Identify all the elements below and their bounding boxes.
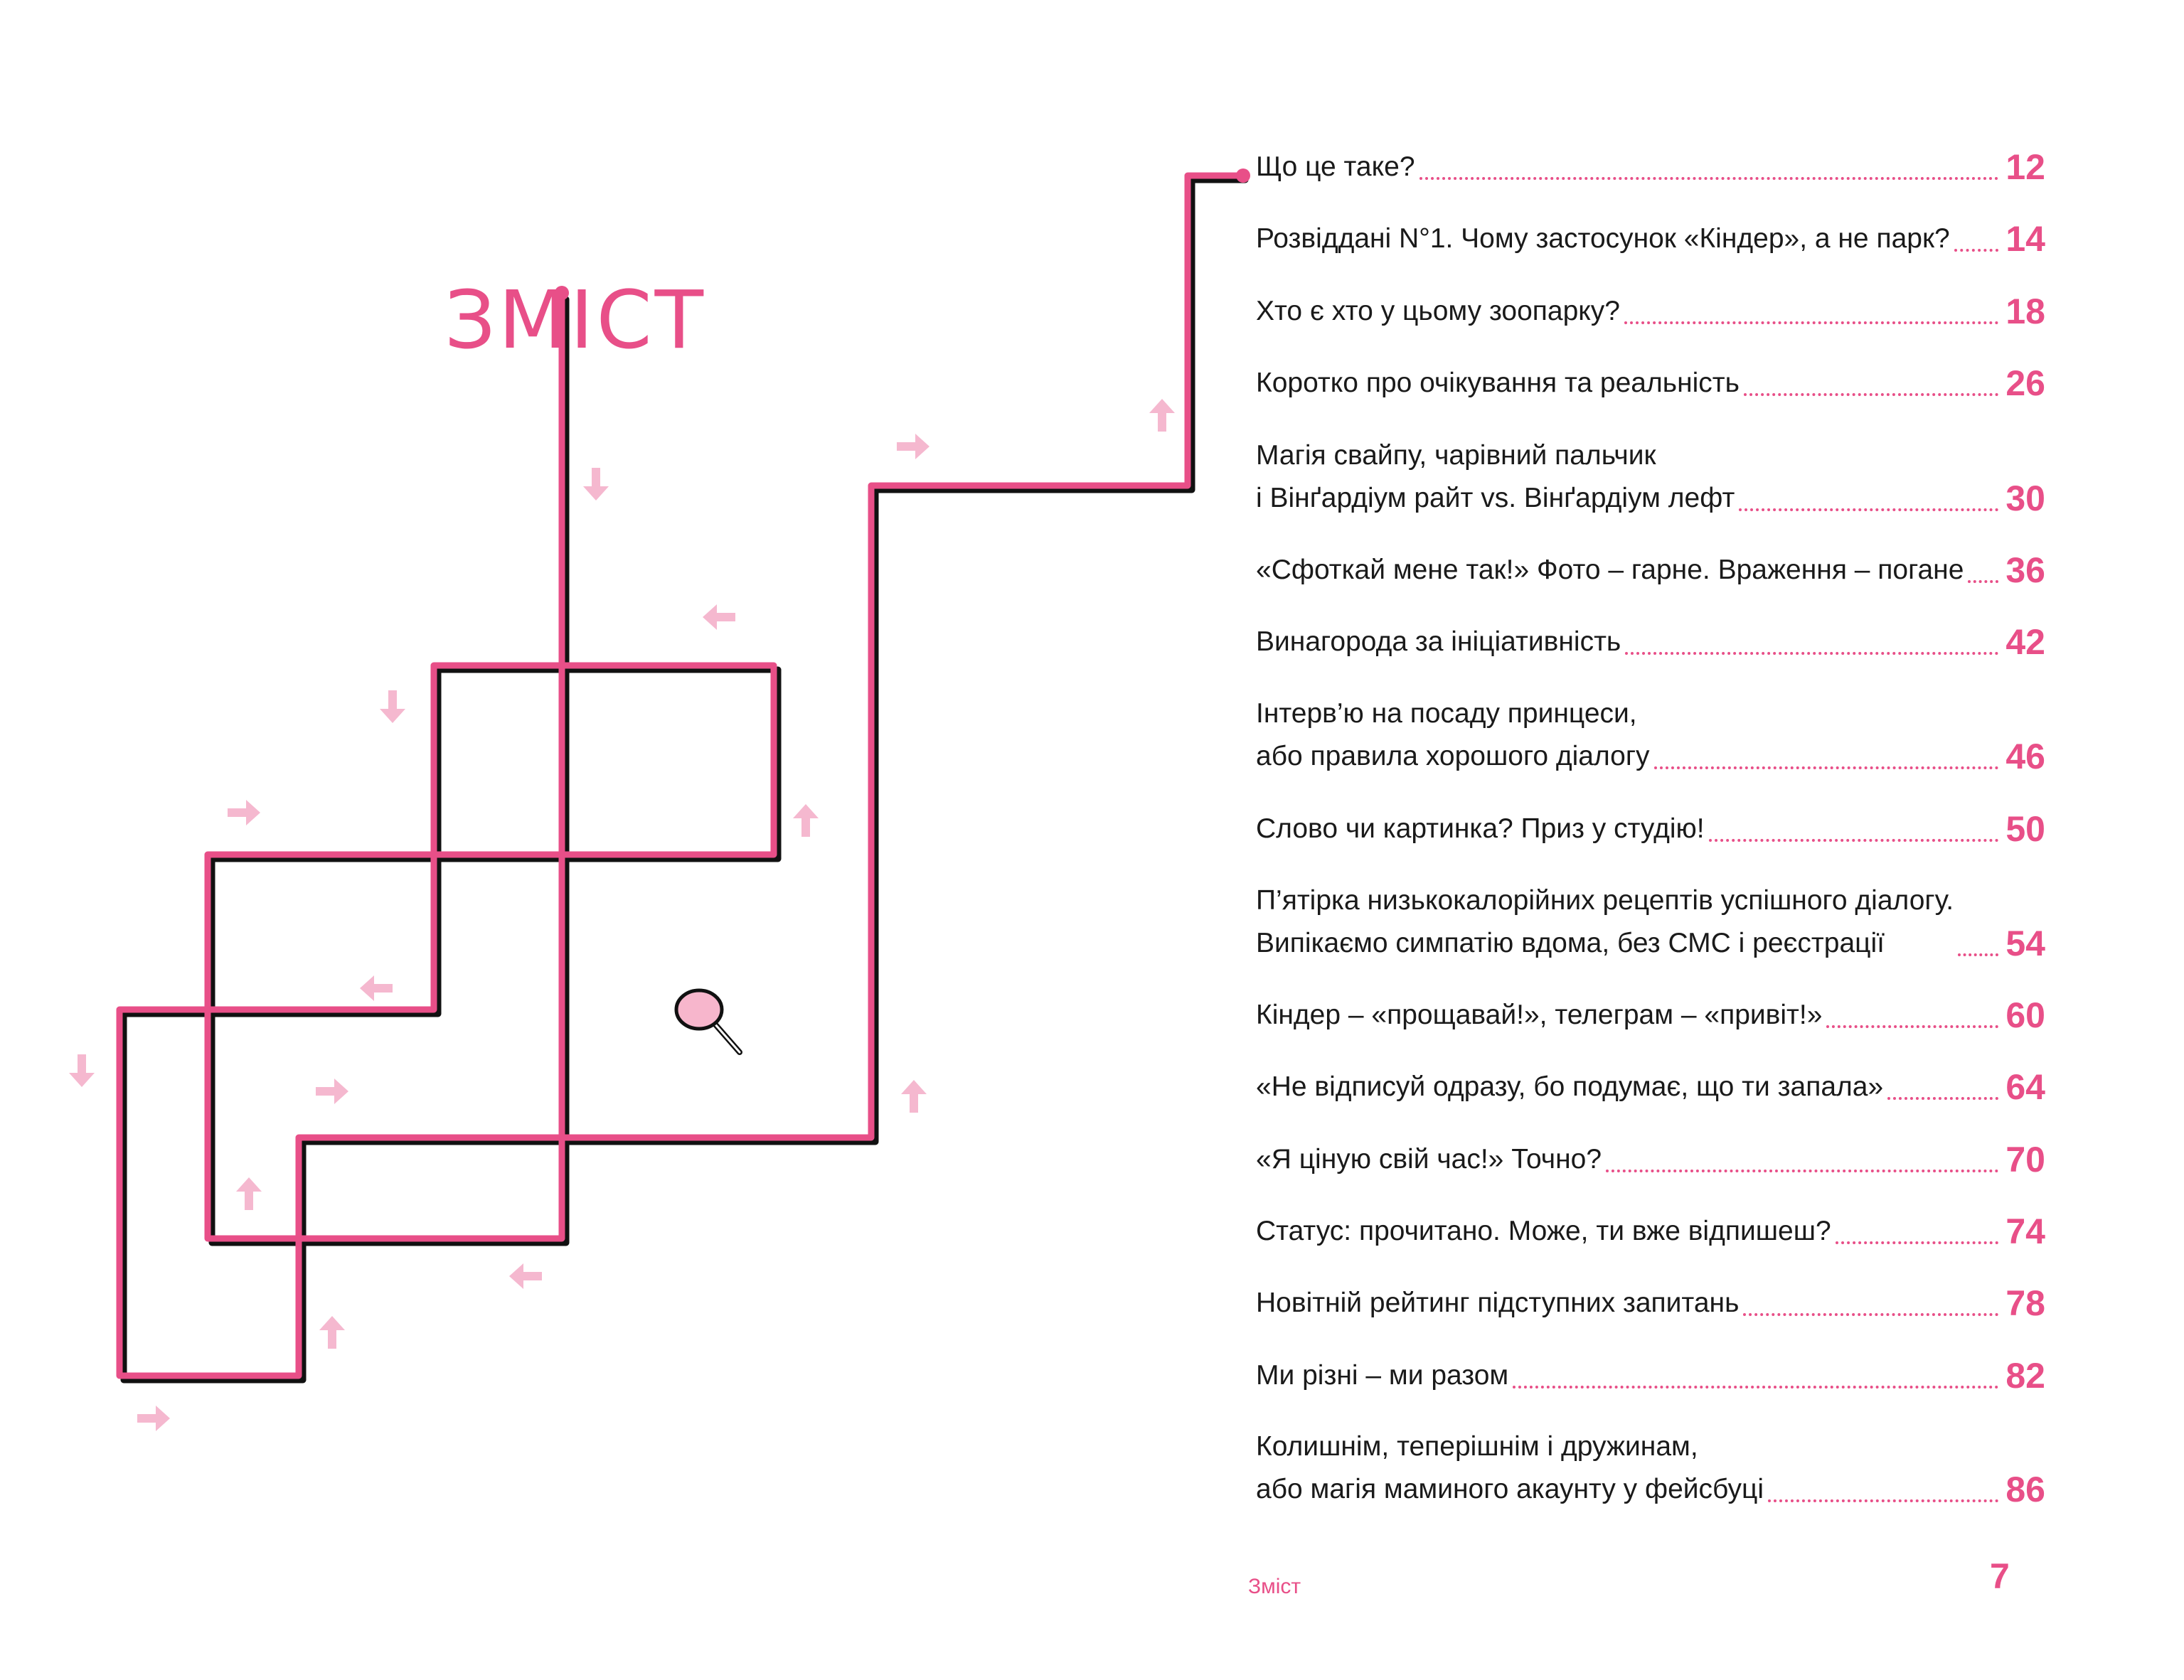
toc-entry-page: 86	[2005, 1470, 2045, 1509]
toc-entry-page: 42	[2005, 622, 2045, 662]
toc-entry-title: П’ятірка низькокалорійних рецептів успіш…	[1256, 885, 1954, 958]
toc-entry-page: 26	[2005, 363, 2045, 403]
toc-entry-title: Статус: прочитано. Може, ти вже відпишеш…	[1256, 1216, 1831, 1246]
arrow-icons	[69, 399, 1175, 1431]
toc-entry-title: «Сфоткай мене так!» Фото – гарне. Вражен…	[1256, 555, 1964, 585]
page-title: ЗМІСТ	[444, 274, 707, 367]
dot-leader	[1826, 1025, 1998, 1028]
toc-entry-page: 18	[2005, 291, 2045, 331]
maze-illustration	[69, 168, 1250, 1431]
dot-leader	[1743, 1313, 1998, 1316]
footer-label: Зміст	[1248, 1575, 1301, 1598]
toc-entry-page: 14	[2005, 219, 2045, 259]
toc-entry-title: Розвіддані N°1. Чому застосунок «Кіндер»…	[1256, 223, 1950, 254]
dot-leader	[1606, 1170, 1998, 1172]
toc-entry[interactable]: Коротко про очікування та реальність 26	[1256, 362, 2045, 405]
toc-entry-title: Хто є хто у цьому зоопарку?	[1256, 296, 1620, 326]
toc-entry[interactable]: Магія свайпу, чарівний пальчик і Вінґард…	[1256, 434, 2045, 520]
dot-leader	[1968, 580, 1998, 583]
toc-entry-page: 78	[2005, 1283, 2045, 1323]
toc-entry-title: Новітній рейтинг підступних запитань	[1256, 1288, 1740, 1318]
arrow-left-icon	[509, 1263, 542, 1289]
toc-entry[interactable]: Новітній рейтинг підступних запитань 78	[1256, 1282, 2045, 1325]
maze-path-shadow	[120, 176, 1249, 1384]
toc-entry[interactable]: Ми різні – ми разом 82	[1256, 1354, 2045, 1397]
toc-entry[interactable]: Винагорода за ініціативність 42	[1256, 621, 2045, 663]
toc-entry-title: Слово чи картинка? Приз у студію!	[1256, 813, 1705, 844]
arrow-left-icon	[360, 975, 393, 1001]
toc-entry-page: 64	[2005, 1067, 2045, 1107]
path-end-dot	[1236, 168, 1250, 183]
toc-entry-title: Ми різні – ми разом	[1256, 1360, 1509, 1391]
toc-entry-title: «Я ціную свій час!» Точно?	[1256, 1144, 1602, 1175]
arrow-down-icon	[69, 1054, 95, 1087]
arrow-right-icon	[228, 800, 260, 825]
arrow-up-icon	[1149, 399, 1175, 432]
toc-entry[interactable]: Інтерв’ю на посаду принцеси, або правила…	[1256, 692, 2045, 778]
page-number: 7	[1990, 1556, 2010, 1596]
arrow-right-icon	[316, 1079, 348, 1104]
dot-leader	[1887, 1097, 1998, 1100]
dot-leader	[1743, 393, 1998, 396]
toc-entry-page: 82	[2005, 1356, 2045, 1396]
magnifying-glass-icon	[674, 988, 742, 1055]
dot-leader	[1739, 508, 1998, 511]
toc-entry-page: 46	[2005, 737, 2045, 776]
toc-entry-title: Винагорода за ініціативність	[1256, 626, 1621, 657]
arrow-left-icon	[703, 604, 735, 630]
arrow-up-icon	[236, 1177, 262, 1210]
toc-entry-title: «Не відписуй одразу, бо подумає, що ти з…	[1256, 1071, 1884, 1102]
dot-leader	[1835, 1241, 1998, 1244]
toc-entry-page: 74	[2005, 1211, 2045, 1251]
toc-entry[interactable]: Статус: прочитано. Може, ти вже відпишеш…	[1256, 1210, 2045, 1253]
arrow-up-icon	[901, 1080, 927, 1113]
toc-entry-page: 70	[2005, 1140, 2045, 1179]
toc-entry-title: Інтерв’ю на посаду принцеси, або правила…	[1256, 698, 1650, 771]
toc-entry-page: 12	[2005, 147, 2045, 187]
arrow-up-icon	[793, 804, 819, 837]
dot-leader	[1958, 953, 1998, 956]
dot-leader	[1653, 766, 1998, 769]
toc-entry[interactable]: «Не відписуй одразу, бо подумає, що ти з…	[1256, 1066, 2045, 1108]
toc-entry[interactable]: Що це таке? 12	[1256, 146, 2045, 188]
toc-entry-page: 36	[2005, 550, 2045, 590]
toc-entry[interactable]: «Я ціную свій час!» Точно? 70	[1256, 1138, 2045, 1181]
toc-entry-page: 60	[2005, 995, 2045, 1035]
toc-entry[interactable]: Слово чи картинка? Приз у студію! 50	[1256, 808, 2045, 850]
toc-entry-page: 50	[2005, 809, 2045, 849]
dot-leader	[1624, 321, 1998, 324]
toc-entry-title: Кіндер – «прощавай!», телеграм – «привіт…	[1256, 1000, 1823, 1030]
maze-path	[116, 172, 1245, 1379]
dot-leader	[1513, 1386, 1998, 1389]
arrow-right-icon	[137, 1406, 170, 1431]
dot-leader	[1768, 1499, 1998, 1502]
dot-leader	[1625, 652, 1998, 655]
dot-leader	[1708, 839, 1998, 842]
arrow-up-icon	[319, 1316, 345, 1349]
path-start-dot	[555, 286, 569, 300]
toc-entry-page: 30	[2005, 478, 2045, 518]
dot-leader	[1954, 249, 1998, 252]
toc-entry[interactable]: «Сфоткай мене так!» Фото – гарне. Вражен…	[1256, 549, 2045, 592]
arrow-down-icon	[583, 468, 609, 501]
toc-entry[interactable]: Хто є хто у цьому зоопарку? 18	[1256, 290, 2045, 333]
dot-leader	[1419, 177, 1998, 180]
arrow-right-icon	[897, 434, 929, 459]
toc-entry[interactable]: Розвіддані N°1. Чому застосунок «Кіндер»…	[1256, 218, 2045, 260]
toc-entry-page: 54	[2005, 924, 2045, 963]
toc-entry[interactable]: П’ятірка низькокалорійних рецептів успіш…	[1256, 879, 2045, 965]
toc-entry-title: Колишнім, теперішнім і дружинам, або маг…	[1256, 1431, 1764, 1504]
arrow-down-icon	[380, 690, 405, 723]
toc-entry-title: Що це таке?	[1256, 151, 1415, 182]
toc-entry[interactable]: Колишнім, теперішнім і дружинам, або маг…	[1256, 1425, 2045, 1511]
toc-entry-title: Коротко про очікування та реальність	[1256, 368, 1740, 398]
toc-entry[interactable]: Кіндер – «прощавай!», телеграм – «привіт…	[1256, 994, 2045, 1037]
toc-entry-title: Магія свайпу, чарівний пальчик і Вінґард…	[1256, 440, 1735, 513]
